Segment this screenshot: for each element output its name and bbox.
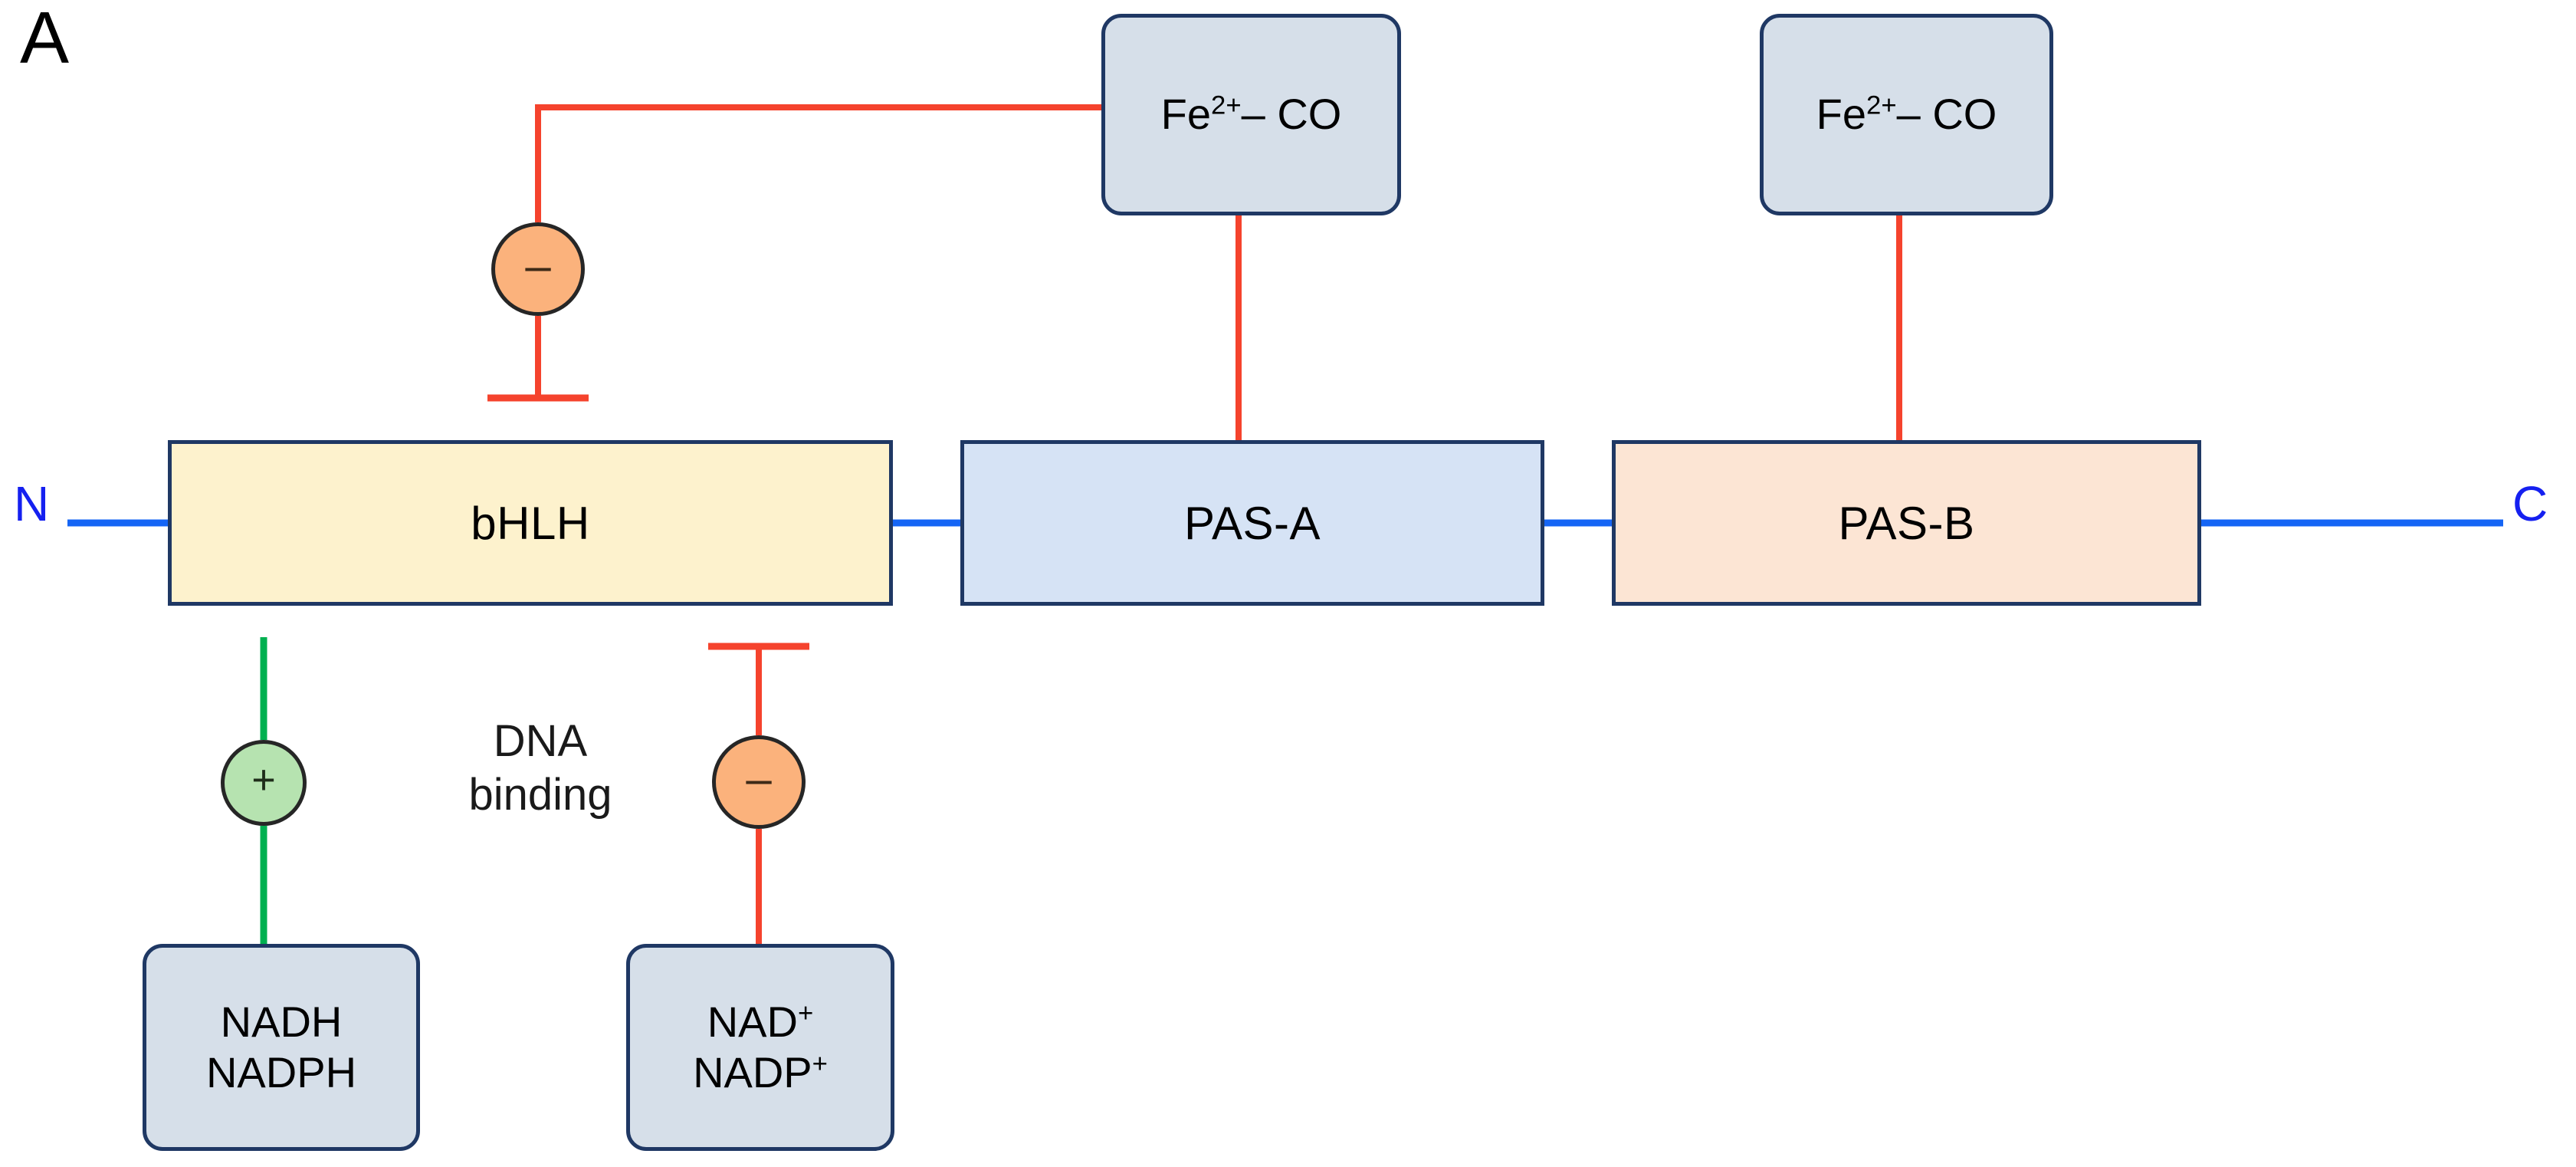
ligand-label-nadp-plus: NADP+: [693, 1047, 828, 1098]
plus-sign-icon: +: [251, 757, 276, 803]
fe-charge-b: 2+: [1866, 90, 1897, 120]
fe-co-tail-a: – CO: [1241, 90, 1342, 139]
minus-sign-icon: –: [746, 753, 772, 804]
ligand-label-nad-plus: NAD+: [707, 997, 814, 1047]
activation-marker-nadh[interactable]: +: [221, 740, 307, 826]
fe-co-tail-b: – CO: [1896, 90, 1997, 139]
domain-label-bhlh: bHLH: [471, 497, 590, 549]
dna-binding-annotation: DNA binding: [468, 716, 612, 820]
fe-symbol-a: Fe: [1160, 90, 1212, 139]
inhibition-marker-upstream[interactable]: –: [491, 222, 585, 316]
ligand-label-fe-co-downstream: Fe2+– CO: [1816, 89, 1997, 140]
fe-symbol-b: Fe: [1816, 90, 1867, 139]
domain-label-pas-a: PAS-A: [1183, 497, 1321, 549]
c-terminus-label: C: [2512, 476, 2548, 531]
nad-charge: +: [797, 998, 814, 1028]
ligand-box-fe-co-upstream[interactable]: Fe2+– CO: [1101, 14, 1401, 215]
n-terminus-label: N: [14, 476, 50, 531]
ligand-label-nadph: NADPH: [205, 1048, 357, 1096]
inhibition-marker-nad-plus[interactable]: –: [712, 735, 806, 829]
fe-charge-a: 2+: [1211, 90, 1242, 120]
nadp-charge: +: [812, 1049, 828, 1079]
nad-text: NAD: [707, 997, 798, 1046]
domain-box-bhlh[interactable]: bHLH: [168, 440, 893, 606]
connector-feco-a-to-minus: [535, 104, 1101, 222]
ligand-box-nad-nadp-plus[interactable]: NAD+ NADP+: [626, 944, 894, 1151]
nadp-text: NADP: [693, 1048, 812, 1096]
domain-label-pas-b: PAS-B: [1838, 497, 1975, 549]
panel-label: A: [20, 0, 70, 79]
domain-box-pas-b[interactable]: PAS-B: [1612, 440, 2201, 606]
ligand-box-nadh-nadph[interactable]: NADH NADPH: [143, 944, 420, 1151]
minus-sign-icon: –: [525, 240, 551, 291]
ligand-box-fe-co-downstream[interactable]: Fe2+– CO: [1760, 14, 2053, 215]
domain-box-pas-a[interactable]: PAS-A: [960, 440, 1544, 606]
ligand-label-nadh: NADH: [220, 997, 343, 1046]
ligand-label-fe-co-upstream: Fe2+– CO: [1161, 89, 1342, 140]
